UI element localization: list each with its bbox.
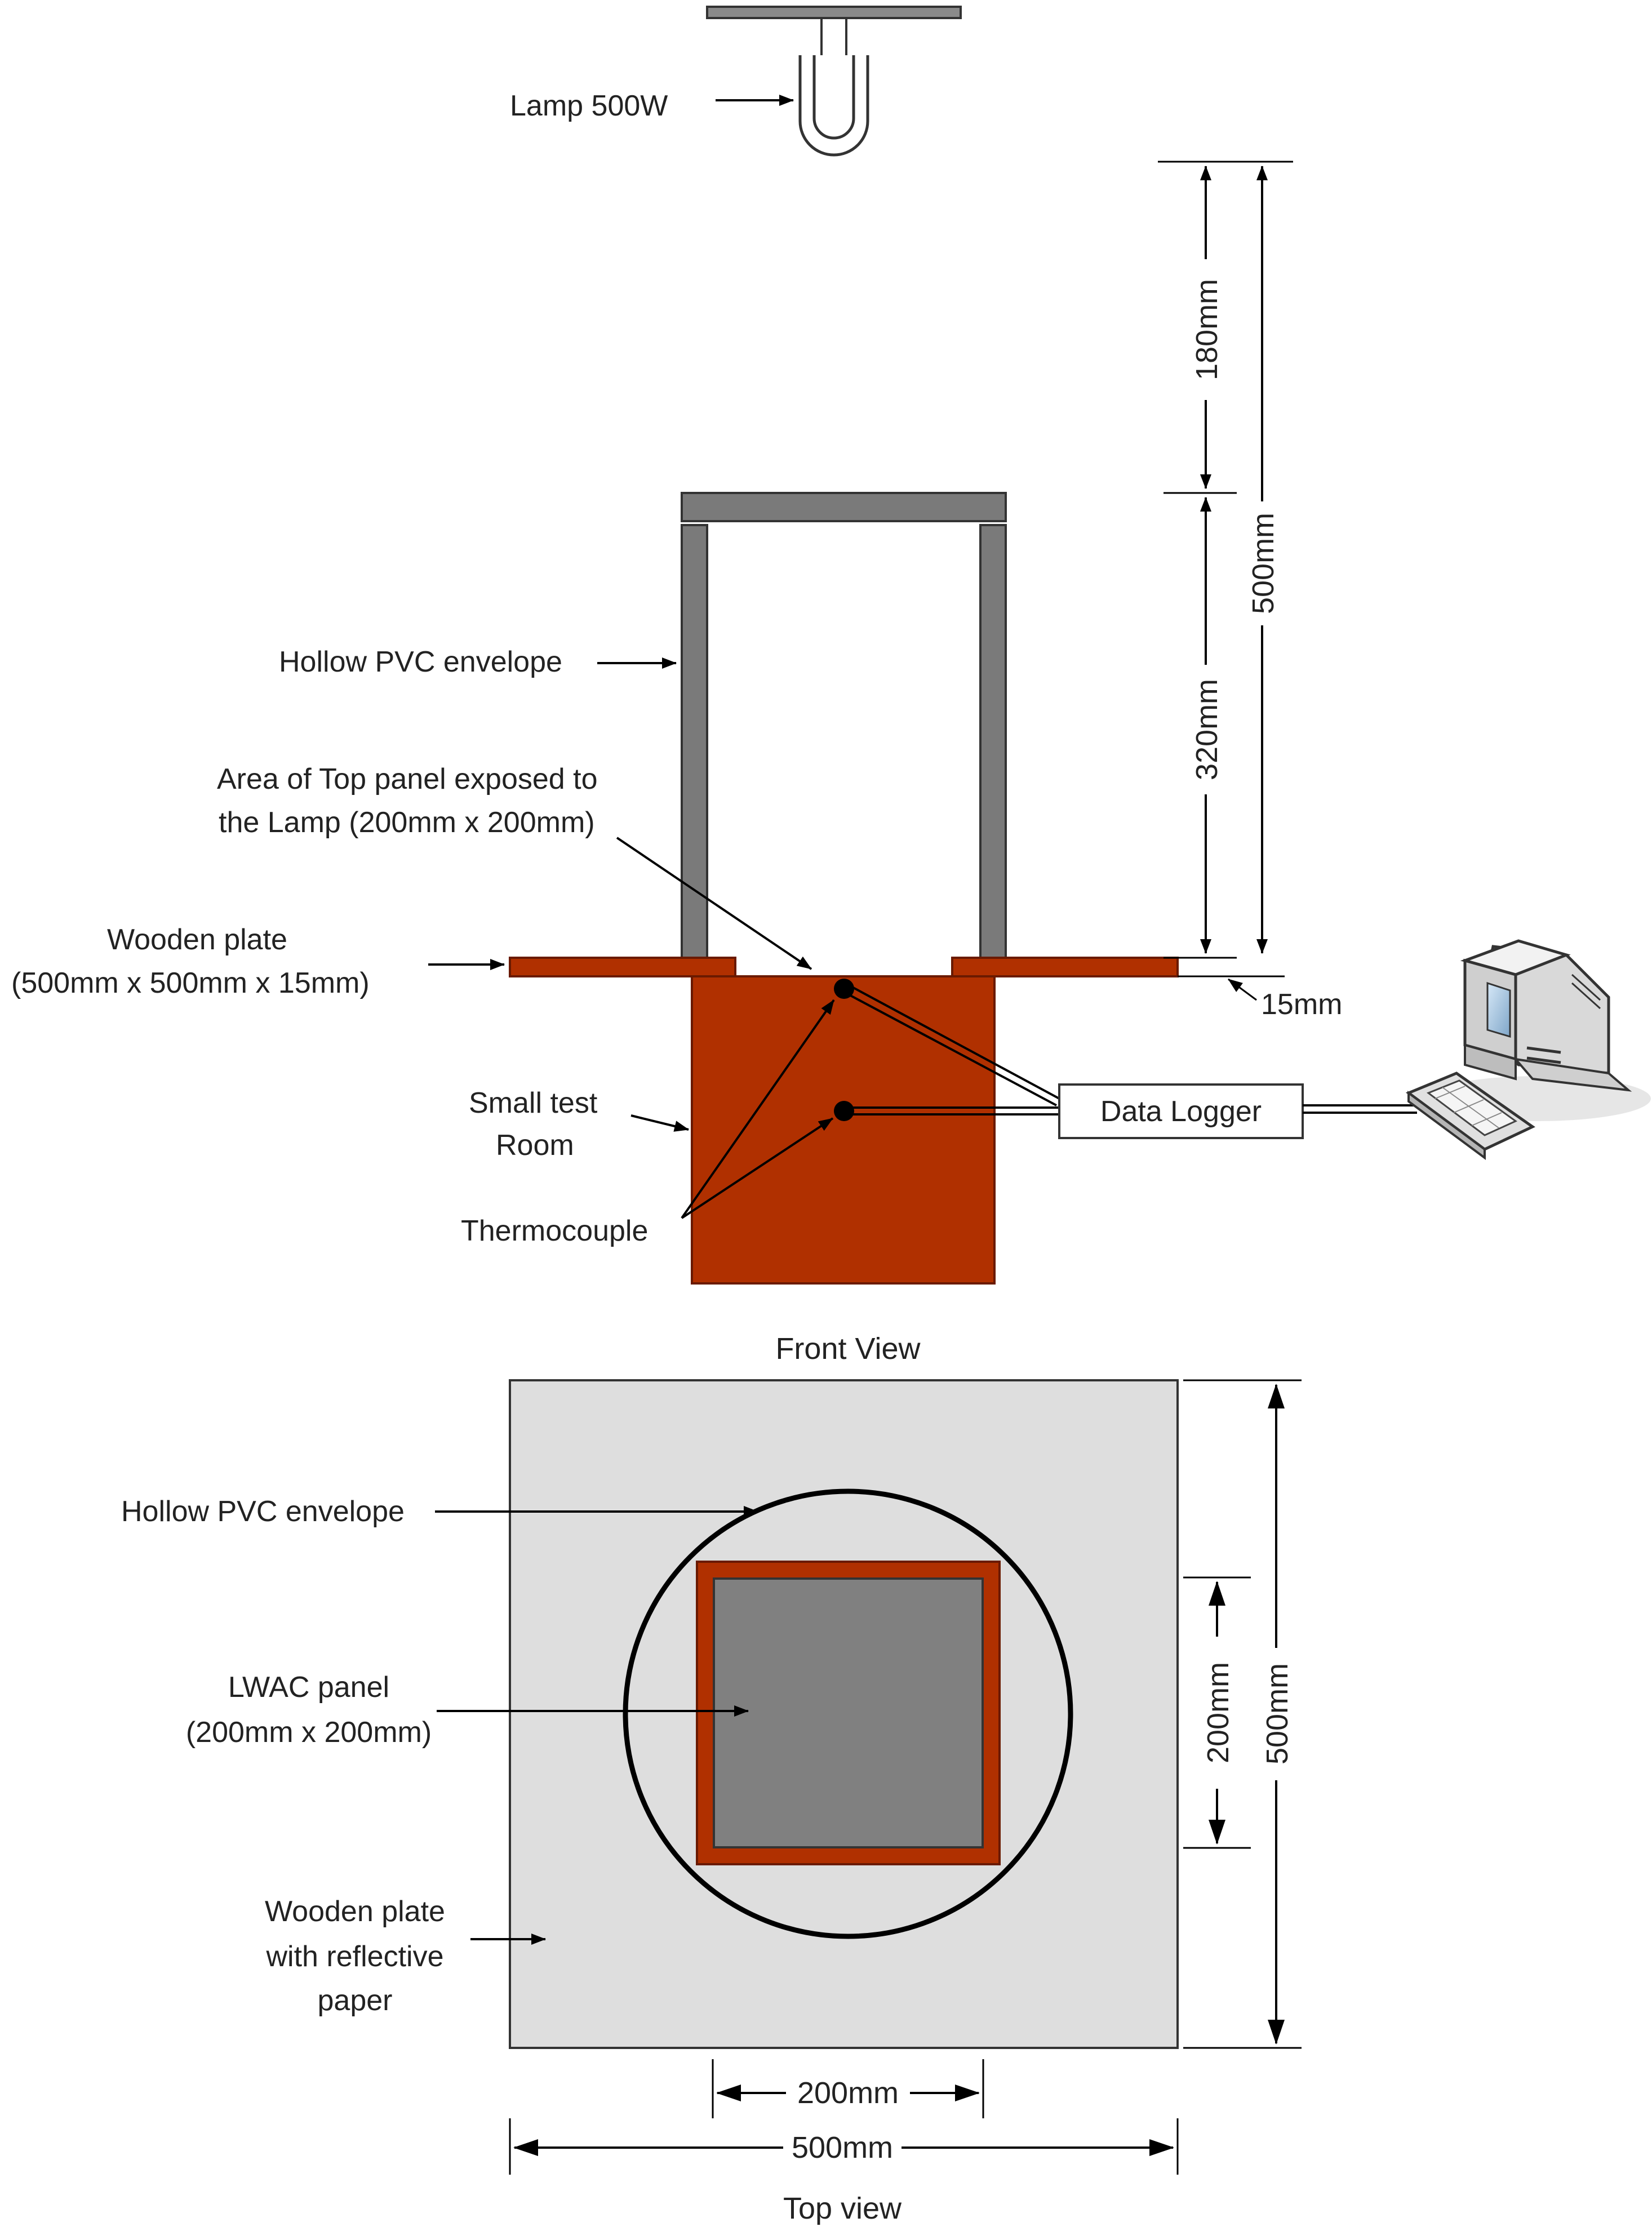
top-dimensions bbox=[509, 1379, 1302, 2175]
area-label-line2: the Lamp (200mm x 200mm) bbox=[219, 806, 595, 839]
thermocouple-arrow-middle bbox=[681, 1117, 834, 1219]
pvc-envelope-top bbox=[681, 492, 1007, 522]
thermocouple-wire-top-a bbox=[847, 984, 1060, 1100]
pvc-envelope-left-wall bbox=[681, 524, 708, 960]
small-test-room bbox=[691, 975, 996, 1285]
top-pvc-label: Hollow PVC envelope bbox=[121, 1495, 405, 1528]
pvc-envelope-circle bbox=[623, 1488, 1073, 1939]
dim-500mm-front: 500mm bbox=[1246, 513, 1280, 614]
dim-500mm-horizontal: 500mm bbox=[792, 2131, 893, 2165]
top-view: Hollow PVC envelope LWAC panel (200mm x … bbox=[121, 1379, 1302, 2225]
lwac-panel bbox=[713, 1577, 984, 1848]
wooden-plate-right bbox=[951, 957, 1179, 977]
front-view-caption: Front View bbox=[775, 1332, 921, 1366]
area-arrow bbox=[616, 837, 812, 970]
thermocouple-middle bbox=[834, 1101, 854, 1121]
room-arrow bbox=[630, 1114, 689, 1132]
pvc-envelope-right-wall bbox=[979, 524, 1007, 960]
data-logger-label: Data Logger bbox=[1100, 1095, 1262, 1128]
room-label-line1: Small test bbox=[469, 1087, 598, 1119]
dim-500mm-vertical: 500mm bbox=[1260, 1663, 1294, 1765]
thermocouple-label: Thermocouple bbox=[461, 1215, 648, 1247]
top-plate-label-line3: paper bbox=[318, 1984, 393, 2017]
wooden-plate-left bbox=[509, 957, 736, 977]
top-plate-label-line2: with reflective bbox=[266, 1940, 444, 1973]
computer-icon bbox=[1425, 939, 1651, 1121]
dim-320mm: 320mm bbox=[1190, 679, 1224, 780]
data-logger-box bbox=[1058, 1083, 1304, 1139]
pvc-envelope-label: Hollow PVC envelope bbox=[279, 646, 562, 678]
wooden-plate-label-line1: Wooden plate bbox=[107, 923, 287, 956]
room-label-line2: Room bbox=[496, 1129, 574, 1162]
front-view: Lamp 500W Hollow PVC envelope Wooden pla… bbox=[11, 6, 1651, 1366]
lwac-label-line1: LWAC panel bbox=[228, 1671, 389, 1704]
front-dimensions bbox=[1158, 161, 1293, 1001]
dim-180mm: 180mm bbox=[1190, 279, 1224, 380]
keyboard-icon bbox=[1405, 1072, 1535, 1160]
lamp-label: Lamp 500W bbox=[510, 90, 668, 122]
lwac-label-line2: (200mm x 200mm) bbox=[186, 1716, 432, 1749]
wooden-plate-label-line2: (500mm x 500mm x 15mm) bbox=[11, 967, 370, 999]
top-plate-label-line1: Wooden plate bbox=[265, 1895, 445, 1928]
dim-200mm-vertical: 200mm bbox=[1201, 1662, 1235, 1763]
lamp-icon bbox=[706, 6, 962, 157]
top-view-caption: Top view bbox=[783, 2192, 902, 2225]
dim-200mm-horizontal: 200mm bbox=[797, 2076, 899, 2110]
dim-15mm: 15mm bbox=[1261, 988, 1342, 1021]
area-label-line1: Area of Top panel exposed to bbox=[217, 763, 598, 795]
thermocouple-arrow-top bbox=[681, 999, 835, 1219]
thermocouple-wire-top-b bbox=[845, 992, 1057, 1106]
